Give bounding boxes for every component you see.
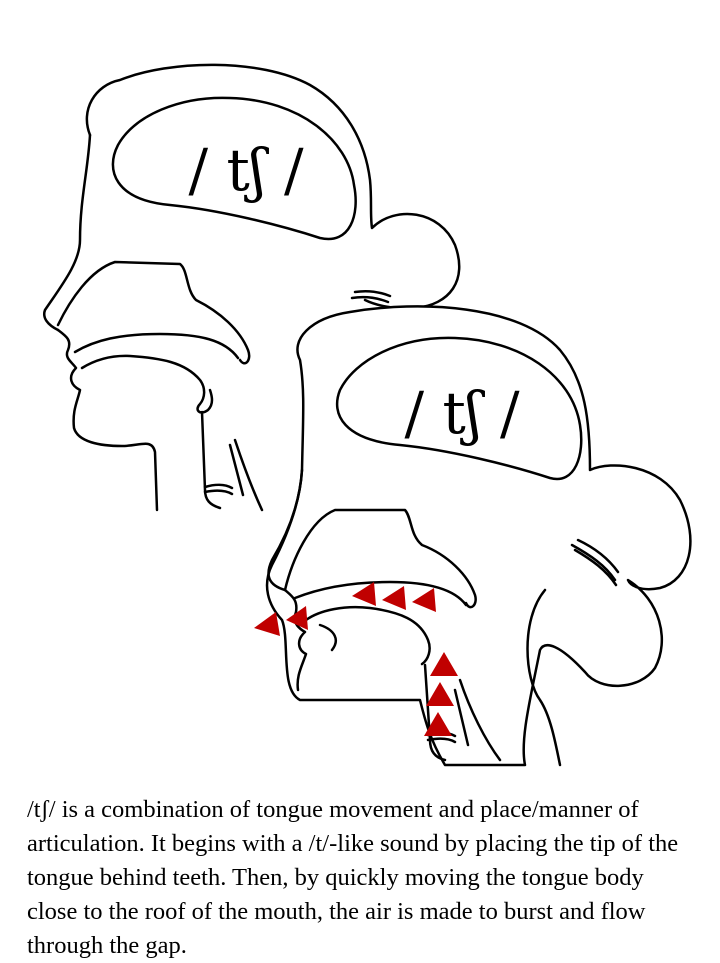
phoneme-label-top: / tʃ / [188, 136, 303, 204]
airflow-arrow-mouth-exit [254, 612, 280, 636]
head-profile-bottom: / tʃ / [265, 305, 692, 767]
phoneme-label-bottom: / tʃ / [404, 379, 519, 447]
head-profile-top: / tʃ / [43, 63, 461, 512]
airflow-arrow-palate-2 [382, 586, 406, 610]
articulation-diagram: / tʃ / / tʃ / [43, 63, 692, 767]
airflow-arrow-palate-3 [412, 588, 436, 612]
airflow-arrow-throat-2 [426, 682, 454, 706]
airflow-arrow-teeth [286, 606, 308, 630]
airflow-arrow-throat-1 [430, 652, 458, 676]
airflow-arrow-palate-1 [352, 582, 376, 606]
airflow-arrow-throat-3 [424, 712, 452, 736]
explanation-caption: /tʃ/ is a combination of tongue movement… [27, 796, 679, 959]
airflow-arrows [254, 582, 458, 736]
